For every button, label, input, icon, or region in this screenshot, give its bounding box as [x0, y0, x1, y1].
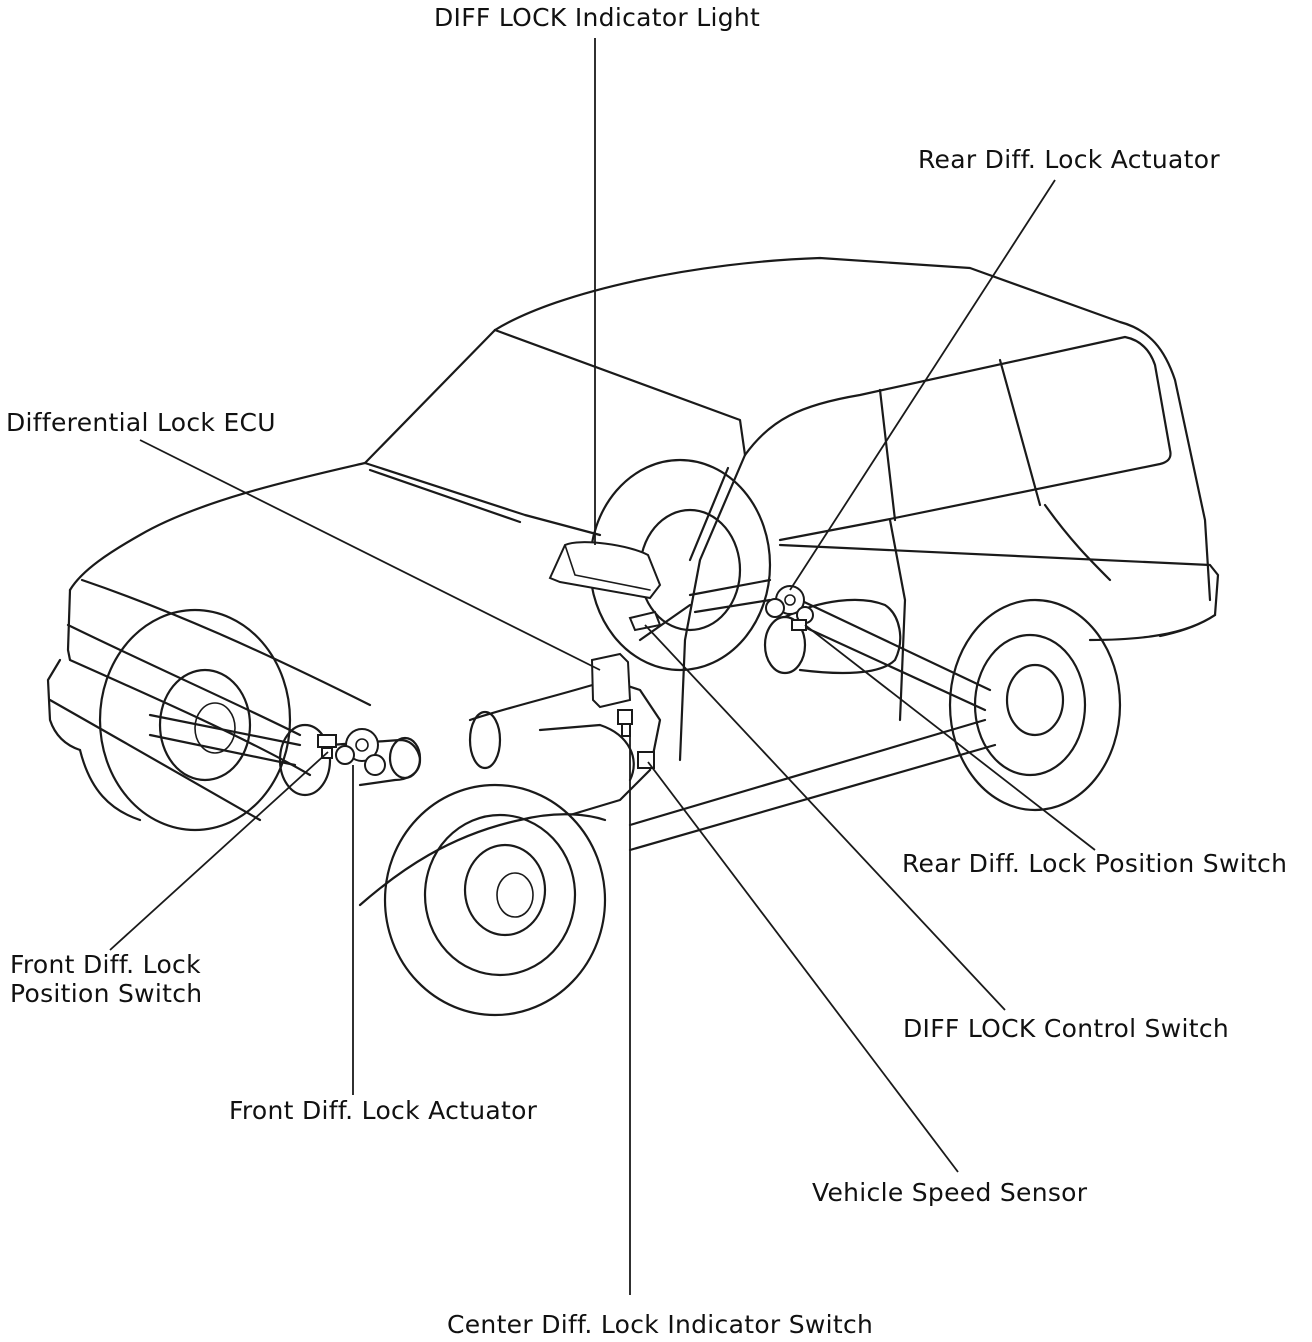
- wheel-front-left: [98, 608, 292, 832]
- label-front-diff-lock-position-switch-line1: Front Diff. Lock: [10, 950, 201, 979]
- leader-vehicle-speed-sensor: [647, 761, 959, 1173]
- diff-lock-control-switch-part: [628, 610, 662, 632]
- front-diff-lock-position-switch-part: [317, 734, 337, 759]
- leader-diff-lock-control-switch: [644, 624, 1006, 1011]
- label-diff-lock-control-switch: DIFF LOCK Control Switch: [903, 1014, 1230, 1043]
- rear-diff-lock-position-switch-part: [791, 619, 807, 631]
- propeller-shaft: [638, 578, 772, 642]
- differential-lock-ecu-part: [590, 652, 632, 709]
- label-rear-diff-lock-position-switch: Rear Diff. Lock Position Switch: [902, 849, 1288, 878]
- rear-axle: [763, 598, 992, 712]
- front-axle: [148, 713, 422, 797]
- vehicle-body: [46, 256, 1220, 907]
- label-differential-lock-ecu: Differential Lock ECU: [6, 408, 276, 437]
- leader-rear-diff-lock-position-switch: [804, 624, 1096, 851]
- front-diff-lock-actuator-part: [335, 728, 386, 776]
- center-diff-lock-indicator-switch-part: [617, 709, 633, 737]
- transmission-transfer: [468, 678, 662, 817]
- leader-front-diff-lock-position-switch: [109, 751, 329, 951]
- label-diff-lock-indicator-light: DIFF LOCK Indicator Light: [434, 3, 761, 32]
- label-front-diff-lock-actuator: Front Diff. Lock Actuator: [229, 1096, 538, 1125]
- label-center-diff-lock-indicator-switch: Center Diff. Lock Indicator Switch: [447, 1310, 874, 1339]
- label-rear-diff-lock-actuator: Rear Diff. Lock Actuator: [918, 145, 1220, 174]
- label-front-diff-lock-position-switch-line2: Position Switch: [10, 979, 203, 1008]
- leader-rear-diff-lock-actuator: [789, 179, 1056, 591]
- wheel-front-right: [383, 783, 607, 1017]
- leader-differential-lock-ecu: [139, 439, 601, 671]
- diff-lock-indicator-light-part: [548, 541, 662, 600]
- label-vehicle-speed-sensor: Vehicle Speed Sensor: [812, 1178, 1088, 1207]
